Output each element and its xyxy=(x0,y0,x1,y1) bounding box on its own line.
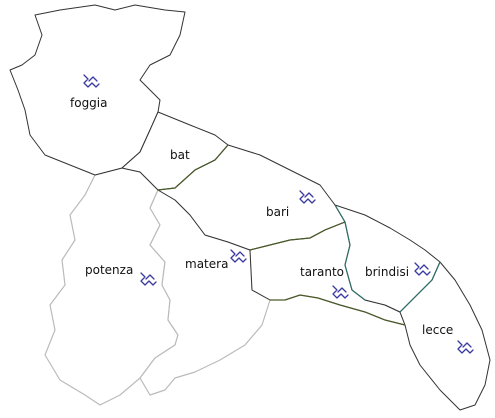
weather-symbol-icon xyxy=(412,260,432,280)
weather-symbol-icon xyxy=(81,72,101,92)
border-taranto-coast xyxy=(270,294,406,326)
label-bat: bat xyxy=(170,148,190,162)
weather-symbol-icon xyxy=(138,270,158,290)
border-bari-brindisi xyxy=(334,204,366,301)
weather-symbol-icon xyxy=(297,188,317,208)
label-lecce: lecce xyxy=(422,323,454,337)
weather-symbol-icon xyxy=(330,283,350,303)
border-bat-bari xyxy=(157,144,229,191)
label-foggia: foggia xyxy=(70,96,108,110)
label-bari: bari xyxy=(266,205,290,219)
weather-symbol-icon xyxy=(455,338,475,358)
weather-symbol-icon xyxy=(228,247,248,267)
label-brindisi: brindisi xyxy=(365,265,410,279)
border-bari-taranto xyxy=(249,221,346,251)
label-potenza: potenza xyxy=(85,263,134,277)
label-taranto: taranto xyxy=(300,265,344,279)
border-brindisi-lecce xyxy=(399,261,441,313)
label-matera: matera xyxy=(185,257,229,271)
